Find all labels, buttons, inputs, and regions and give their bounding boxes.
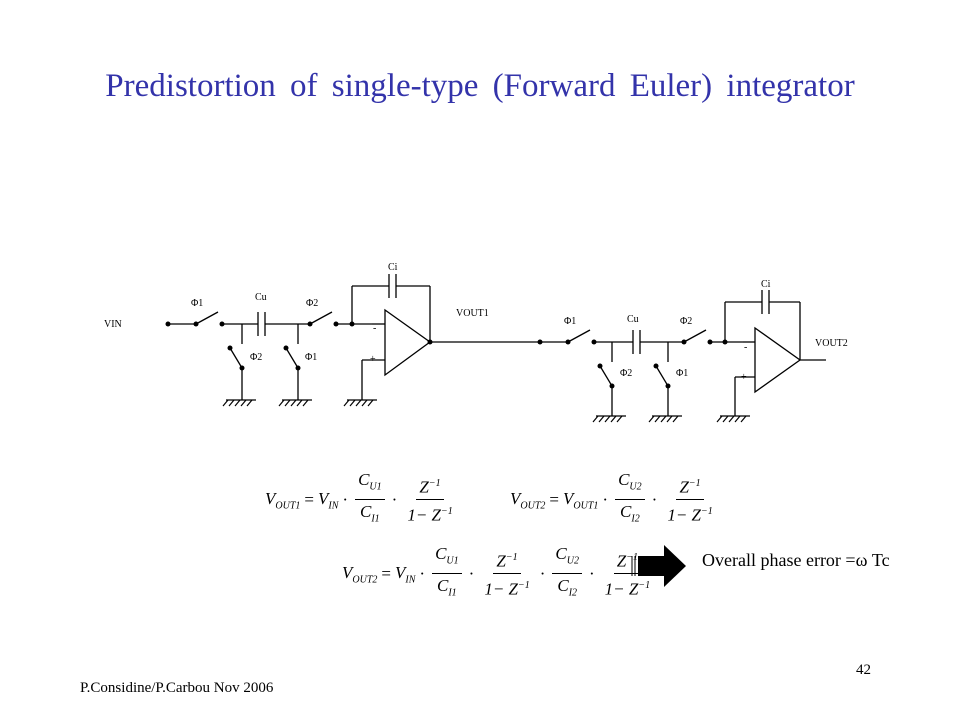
label-plus-2: + — [741, 372, 747, 383]
label-phi1-series2: Φ1 — [564, 316, 576, 327]
phase-error-text: Overall phase error =ω Tc — [702, 550, 890, 570]
label-cu-2: Cu — [627, 314, 639, 325]
ground-symbol — [222, 399, 256, 407]
label-minus-1: - — [373, 323, 376, 334]
footer-author: P.Considine/P.Carbou Nov 2006 — [80, 680, 274, 696]
page-number: 42 — [856, 662, 871, 678]
label-phi1-shunt1: Φ1 — [305, 352, 317, 363]
label-ci-1: Ci — [388, 262, 398, 273]
label-phi2-shunt1: Φ2 — [250, 352, 262, 363]
ground-symbol — [592, 415, 626, 423]
label-phi1-shunt2: Φ1 — [676, 368, 688, 379]
ground-symbol — [278, 399, 312, 407]
label-plus-1: + — [370, 354, 376, 365]
label-vout2: VOUT2 — [815, 338, 848, 349]
right-arrow-icon — [631, 545, 686, 587]
label-phi2-shunt2: Φ2 — [620, 368, 632, 379]
label-phi2-series1: Φ2 — [306, 298, 318, 309]
label-minus-2: - — [744, 342, 747, 353]
label-ci-2: Ci — [761, 279, 771, 290]
label-vin: VIN — [104, 319, 122, 330]
ground-symbol — [648, 415, 682, 423]
slide-title: Predistortion of single-type (Forward Eu… — [105, 68, 855, 104]
ground-symbol — [343, 399, 377, 407]
label-cu-1: Cu — [255, 292, 267, 303]
label-phi1-series1: Φ1 — [191, 298, 203, 309]
label-vout1: VOUT1 — [456, 308, 489, 319]
ground-symbol — [716, 415, 750, 423]
label-phi2-series2: Φ2 — [680, 316, 692, 327]
